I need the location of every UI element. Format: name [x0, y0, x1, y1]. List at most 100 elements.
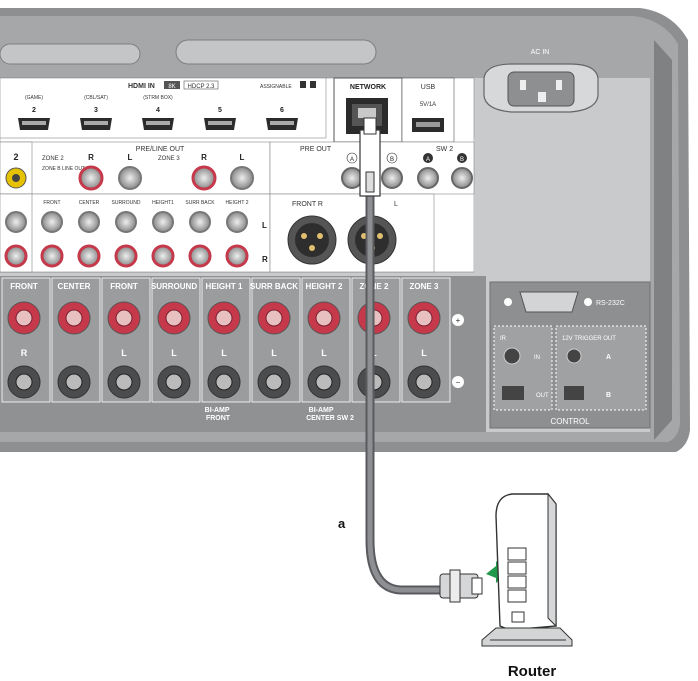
speaker-terminal-plus-core [115, 309, 133, 327]
plus-sign: + [456, 316, 461, 325]
preout-jack-l [41, 211, 63, 233]
assignable-label: ASSIGNABLE [260, 84, 292, 90]
speaker-column-label: SURROUND [151, 282, 197, 291]
speaker-column-label: CENTER [58, 282, 91, 291]
network-cable [359, 117, 457, 595]
biamp-center-line1: BI-AMP [309, 407, 334, 414]
sw2-b-label: B [460, 157, 464, 163]
usb-rating: 5V/1A [420, 102, 436, 108]
preout-row-label: HEIGHT1 [152, 200, 174, 206]
speaker-column-label: HEIGHT 2 [306, 282, 343, 291]
zone3-label: ZONE 3 [158, 156, 180, 162]
preout-row-label: HEIGHT 2 [226, 200, 249, 206]
router-side-plug [439, 569, 483, 603]
speaker-column-label: ZONE 3 [410, 282, 439, 291]
speaker-side-label: L [321, 348, 327, 358]
speaker-column-label: HEIGHT 1 [206, 282, 243, 291]
zone2-r-label: R [88, 153, 94, 162]
speaker-column-label: SURR BACK [250, 282, 298, 291]
front-r-label: FRONT R [292, 201, 323, 208]
hdmi-in-title: HDMI IN [128, 83, 155, 90]
speaker-column-label: FRONT [110, 282, 138, 291]
control-title: CONTROL [550, 417, 590, 426]
usb-port-section: USB 5V/1A [401, 77, 455, 143]
speaker-terminal-plus-core [315, 309, 333, 327]
preout-jack-r [151, 244, 175, 268]
speaker-terminal-plus-core [15, 309, 33, 327]
preout-jack-r [188, 244, 212, 268]
speaker-terminal-minus-core [65, 373, 83, 391]
speaker-terminal-minus-core [15, 373, 33, 391]
rows-r-label: R [262, 255, 268, 264]
preout-jack-r [77, 244, 101, 268]
preout-jack-r [40, 244, 64, 268]
hdmi-input-name: (GAME) [25, 95, 43, 101]
speaker-column-label: FRONT [10, 282, 38, 291]
zone3-l-label: L [240, 153, 245, 162]
sw2-label: SW 2 [436, 146, 453, 153]
speaker-terminal-plus-core [215, 309, 233, 327]
hdmi-port-contacts [22, 121, 46, 125]
hdmi-input-number: 4 [156, 107, 160, 114]
preout-row-label: SURROUND [112, 200, 141, 206]
badge-8k: 8K [168, 84, 175, 90]
speaker-side-label: L [121, 348, 127, 358]
preout-jack-r [225, 244, 249, 268]
rs232c-label: RS-232C [596, 300, 625, 307]
trigger-a-label: A [606, 354, 611, 361]
hdmi-port-contacts [270, 121, 294, 125]
speaker-terminal-minus-core [415, 373, 433, 391]
preout-jack-r [114, 244, 138, 268]
preout-jack-l [189, 211, 211, 233]
speaker-side-label: L [221, 348, 227, 358]
ir-out-label: OUT [536, 393, 549, 399]
hdmi-port-contacts [84, 121, 108, 125]
minus-sign: − [456, 378, 461, 387]
biamp-center-line2: CENTER SW 2 [306, 415, 354, 422]
speaker-side-label: R [21, 348, 28, 358]
hdmi-port-contacts [146, 121, 170, 125]
speaker-terminal-minus-core [265, 373, 283, 391]
preout-row-label: FRONT [43, 200, 60, 206]
ac-in-label: AC IN [531, 49, 550, 56]
trigger-b-label: B [606, 392, 611, 399]
speaker-terminal-minus-core [215, 373, 233, 391]
preline-out-section: PRE/LINE OUT 2 ZONE 2 ZONE B LINE OUT R … [0, 141, 271, 195]
router [439, 492, 573, 647]
speaker-terminal-minus-core [165, 373, 183, 391]
biamp-center-label: BI-AMP CENTER SW 2 [306, 407, 354, 422]
speaker-terminal-plus-core [265, 309, 283, 327]
biamp-front-line2: FRONT [206, 415, 231, 422]
zone2-l-label: L [128, 153, 133, 162]
pre-out-b-label: B [390, 157, 394, 163]
sw2-a-label: A [426, 157, 430, 163]
hdmi-in-section: HDMI IN 8K HDCP 2.3 ASSIGNABLE (GAME)2(C… [0, 77, 327, 139]
speaker-terminal-plus-core [65, 309, 83, 327]
speaker-side-label: L [271, 348, 277, 358]
network-label: NETWORK [350, 84, 386, 91]
preline-out-title: PRE/LINE OUT [136, 146, 185, 153]
speaker-terminal-minus-core [115, 373, 133, 391]
zone2-label: ZONE 2 [42, 156, 64, 162]
speaker-terminal-minus-core [315, 373, 333, 391]
preout-jack-l [152, 211, 174, 233]
ir-label: IR [500, 336, 507, 342]
ir-in-label: IN [534, 355, 540, 361]
hdmi-input-number: 5 [218, 107, 222, 114]
hdmi-input-number: 2 [32, 107, 36, 114]
biamp-front-line1: BI-AMP [205, 407, 230, 414]
cable-label-a: a [338, 516, 346, 531]
ac-in-socket: AC IN [483, 49, 599, 113]
hdmi-input-number: 3 [94, 107, 98, 114]
xlr-front-r [287, 215, 337, 265]
speaker-terminals: FRONT R CENTER FRONT L SURROUND L HEIGHT 1 L SURR… [0, 276, 486, 432]
subwoofer-num: 2 [13, 152, 18, 162]
preout-row-label: CENTER [79, 200, 100, 206]
badge-hdcp: HDCP 2.3 [188, 84, 216, 90]
preout-jack-l [226, 211, 248, 233]
front-l-label: L [394, 201, 398, 208]
pre-out-a-label: A [350, 157, 354, 163]
biamp-front-label: BI-AMP FRONT [205, 407, 232, 422]
